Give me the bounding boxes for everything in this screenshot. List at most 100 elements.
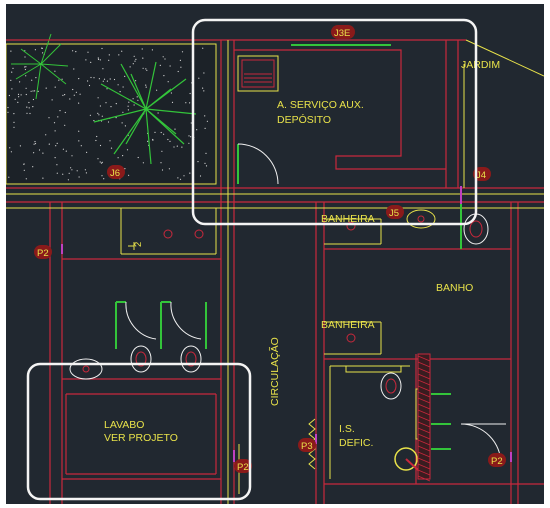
garden-dot <box>127 109 129 111</box>
garden-dot <box>25 93 27 96</box>
garden-dot <box>7 106 9 109</box>
garden-dot <box>100 162 103 164</box>
shaft-hatch-line <box>417 463 431 470</box>
garden-dot <box>141 48 143 50</box>
garden-dot <box>168 168 170 170</box>
garden-dot <box>152 138 154 141</box>
shaft-hatch-line <box>417 421 431 428</box>
garden-dot <box>18 96 20 98</box>
garden-dot <box>95 139 97 142</box>
garden-dot <box>29 112 31 115</box>
garden-dot <box>72 88 74 91</box>
garden-dot <box>55 145 57 147</box>
garden-dot <box>132 63 134 65</box>
garden-dot <box>85 59 87 61</box>
shaft-hatch-line <box>417 391 431 398</box>
room-label-defic: DEFIC. <box>339 437 373 449</box>
garden-dot <box>23 169 25 171</box>
garden-dot <box>198 77 200 79</box>
dimension-label: 2 <box>133 242 144 247</box>
garden-dot <box>98 114 100 116</box>
shaft-hatch-line <box>417 445 431 452</box>
tag-p2-left[interactable]: P2 <box>34 245 52 259</box>
tag-j3e[interactable]: J3E <box>331 25 355 39</box>
garden-dot <box>56 172 58 174</box>
garden-dot <box>48 143 50 145</box>
garden-dot <box>127 105 129 107</box>
garden-dot <box>106 88 108 90</box>
garden-dot <box>188 142 190 144</box>
garden-dot <box>163 75 165 77</box>
garden-dot <box>160 162 162 164</box>
tag-p3-label: P3 <box>301 441 313 452</box>
floor-plan-drawing[interactable]: 2 A. SERVIÇO AUX. DEPÓSITO JARDIM BANHO … <box>6 4 544 504</box>
garden-dot <box>101 115 103 117</box>
garden-dot <box>8 176 10 178</box>
tag-p2-left-label: P2 <box>37 248 49 259</box>
tag-p2-right[interactable]: P2 <box>488 453 506 467</box>
tag-j6[interactable]: J6 <box>107 165 125 179</box>
garden-dot <box>202 47 204 49</box>
shaft-hatch-line <box>417 355 431 362</box>
tag-j4[interactable]: J4 <box>473 167 491 181</box>
garden-dot <box>121 122 123 124</box>
cad-viewport[interactable]: 2 A. SERVIÇO AUX. DEPÓSITO JARDIM BANHO … <box>6 4 544 504</box>
garden-dot <box>78 78 80 80</box>
selection-box-bottom[interactable] <box>26 362 252 501</box>
tag-p2-lavabo-label: P2 <box>237 462 249 473</box>
garden-dot <box>34 143 37 145</box>
garden-dot <box>122 155 124 157</box>
garden-dot <box>54 157 56 159</box>
garden-dot <box>87 51 89 53</box>
garden-dot <box>71 155 73 157</box>
garden-dot <box>142 67 144 69</box>
garden-dot <box>142 162 144 164</box>
garden-dot <box>45 87 47 89</box>
tag-p3[interactable]: P3 <box>298 438 316 452</box>
selection-box-top[interactable] <box>191 18 478 226</box>
shaft-hatch-line <box>417 427 431 434</box>
garden-dot <box>181 146 183 148</box>
garden-dot <box>147 140 149 142</box>
garden-dot <box>13 121 15 123</box>
garden-dot <box>38 149 41 151</box>
shaft-hatch-line <box>417 415 431 422</box>
garden-dot <box>62 94 64 96</box>
garden-dot <box>59 110 61 112</box>
tag-j4-label: J4 <box>476 170 486 181</box>
garden-dot <box>197 161 199 163</box>
garden-dot <box>75 91 77 93</box>
garden-dot <box>99 105 101 107</box>
garden-dot <box>185 102 187 104</box>
shaft-hatch-line <box>417 439 431 446</box>
garden-dot <box>145 84 147 86</box>
garden-dot <box>101 175 103 177</box>
room-label-banho: BANHO <box>436 282 473 294</box>
garden-dot <box>20 94 22 96</box>
garden-dot <box>122 86 124 88</box>
tag-j5[interactable]: J5 <box>386 205 404 219</box>
garden-dot <box>54 70 56 72</box>
garden-dot <box>99 144 102 147</box>
garden-dot <box>106 80 108 82</box>
garden-dot <box>14 98 16 100</box>
garden-dot <box>162 56 164 58</box>
garden-dot <box>154 131 156 133</box>
tag-p2-lavabo[interactable]: P2 <box>234 459 252 473</box>
garden-dot <box>41 47 43 50</box>
fixtures <box>69 55 489 471</box>
shaft-hatch-line <box>417 397 431 404</box>
garden-dot <box>64 94 66 96</box>
dimension-marker: 2 <box>128 242 144 247</box>
magenta-marks <box>61 186 512 462</box>
garden-dot <box>25 178 27 180</box>
garden-dot <box>70 167 72 169</box>
garden-dot <box>45 134 47 136</box>
garden-dot <box>10 151 12 153</box>
garden-dot <box>56 164 58 166</box>
room-label-servico: A. SERVIÇO AUX. <box>277 99 364 111</box>
garden-dot <box>54 86 56 88</box>
garden-dot <box>72 50 74 52</box>
garden-dot <box>17 101 19 103</box>
garden-dot <box>24 68 26 71</box>
